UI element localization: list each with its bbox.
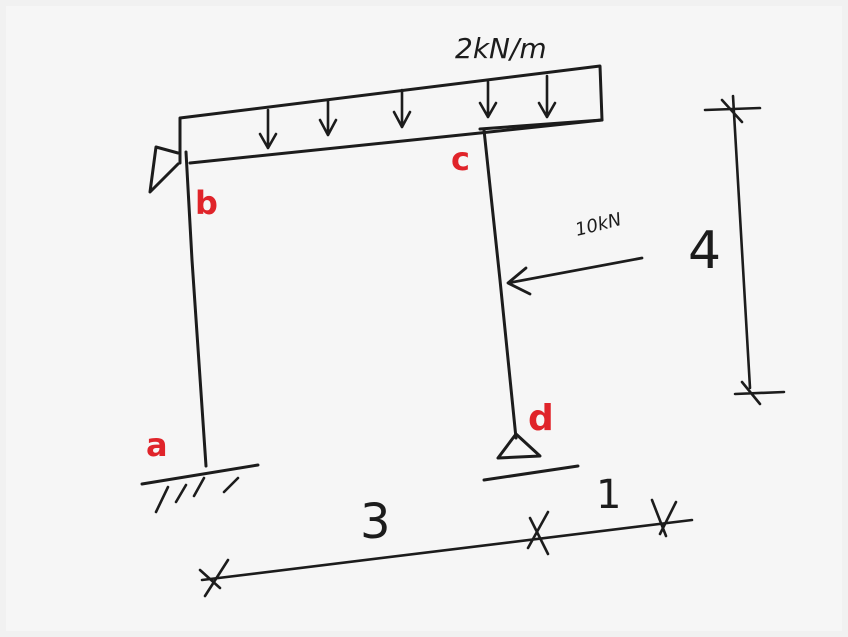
node-label-d: d	[528, 398, 554, 439]
beam-bc	[188, 118, 604, 165]
distributed-load-label: 2kN/m	[455, 32, 547, 65]
dimension-vertical	[703, 94, 786, 406]
support-d-pinned	[482, 432, 580, 482]
distributed-load-arrows	[258, 74, 557, 150]
support-b-roller	[148, 145, 180, 194]
support-a-fixed	[140, 463, 260, 514]
column-ab	[184, 150, 208, 468]
column-cd	[482, 128, 518, 440]
dimension-height-label: 4	[688, 221, 721, 281]
dimension-span-1-label: 3	[360, 494, 391, 550]
node-label-c: c	[451, 140, 470, 178]
point-load-arrow	[506, 256, 644, 296]
dimension-horizontal	[198, 498, 694, 598]
node-label-b: b	[195, 184, 218, 222]
dimension-span-2-label: 1	[596, 472, 621, 518]
paper-sheet	[6, 6, 842, 631]
node-label-a: a	[146, 426, 168, 464]
